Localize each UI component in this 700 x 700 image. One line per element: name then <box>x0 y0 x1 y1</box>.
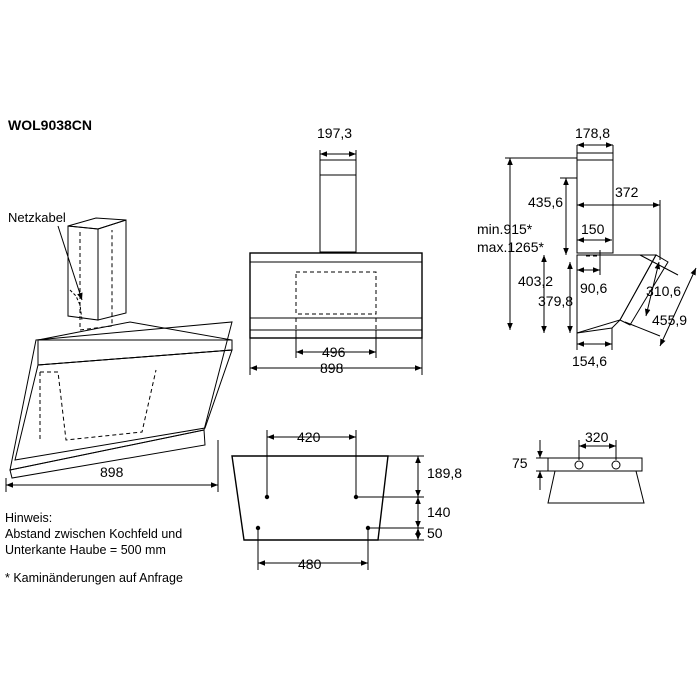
dim-front-inner: 496 <box>322 344 346 360</box>
dim-side-90: 90,6 <box>580 280 607 296</box>
hinweis-line-3: Unterkante Haube = 500 mm <box>5 543 166 557</box>
hinweis-note: Hinweis: Abstand zwischen Kochfeld und U… <box>5 510 182 558</box>
dim-front-chimney: 197,3 <box>317 125 352 141</box>
model-title: WOL9038CN <box>8 117 92 133</box>
dim-side-455: 455,9 <box>652 312 687 328</box>
perspective-view: Netzkabel 898 <box>5 210 233 492</box>
dim-side-depth: 372 <box>615 184 639 200</box>
front-view: 197,3 496 898 <box>249 125 423 376</box>
dim-side-150: 150 <box>581 221 605 237</box>
dim-mount-420: 420 <box>297 429 321 445</box>
netzkabel-label: Netzkabel <box>8 210 66 225</box>
dim-mount-50: 50 <box>427 525 443 541</box>
dim-side-379: 379,8 <box>538 293 573 309</box>
footnote: * Kaminänderungen auf Anfrage <box>5 571 183 585</box>
dim-mount-140: 140 <box>427 504 451 520</box>
mounting-view: 420 189,8 140 50 480 <box>231 429 462 572</box>
dim-side-chimney-height: 435,6 <box>528 194 563 210</box>
top-view: 320 75 <box>512 429 645 504</box>
dim-top-320: 320 <box>585 429 609 445</box>
hinweis-title: Hinweis: <box>5 511 53 525</box>
dim-side-width: 898 <box>100 464 124 480</box>
dim-top-75: 75 <box>512 455 528 471</box>
dim-mount-189: 189,8 <box>427 465 462 481</box>
dim-side-403: 403,2 <box>518 273 553 289</box>
dim-side-chimney: 178,8 <box>575 125 610 141</box>
dim-mount-480: 480 <box>298 556 322 572</box>
dim-side-310: 310,6 <box>646 283 681 299</box>
side-view: 178,8 372 435,6 min.915* max.1265* 150 4… <box>477 125 697 369</box>
dim-front-width: 898 <box>320 360 344 376</box>
dim-height-max: max.1265* <box>477 239 544 255</box>
dim-height-min: min.915* <box>477 221 533 237</box>
dim-side-154: 154,6 <box>572 353 607 369</box>
hinweis-line-2: Abstand zwischen Kochfeld und <box>5 527 183 541</box>
